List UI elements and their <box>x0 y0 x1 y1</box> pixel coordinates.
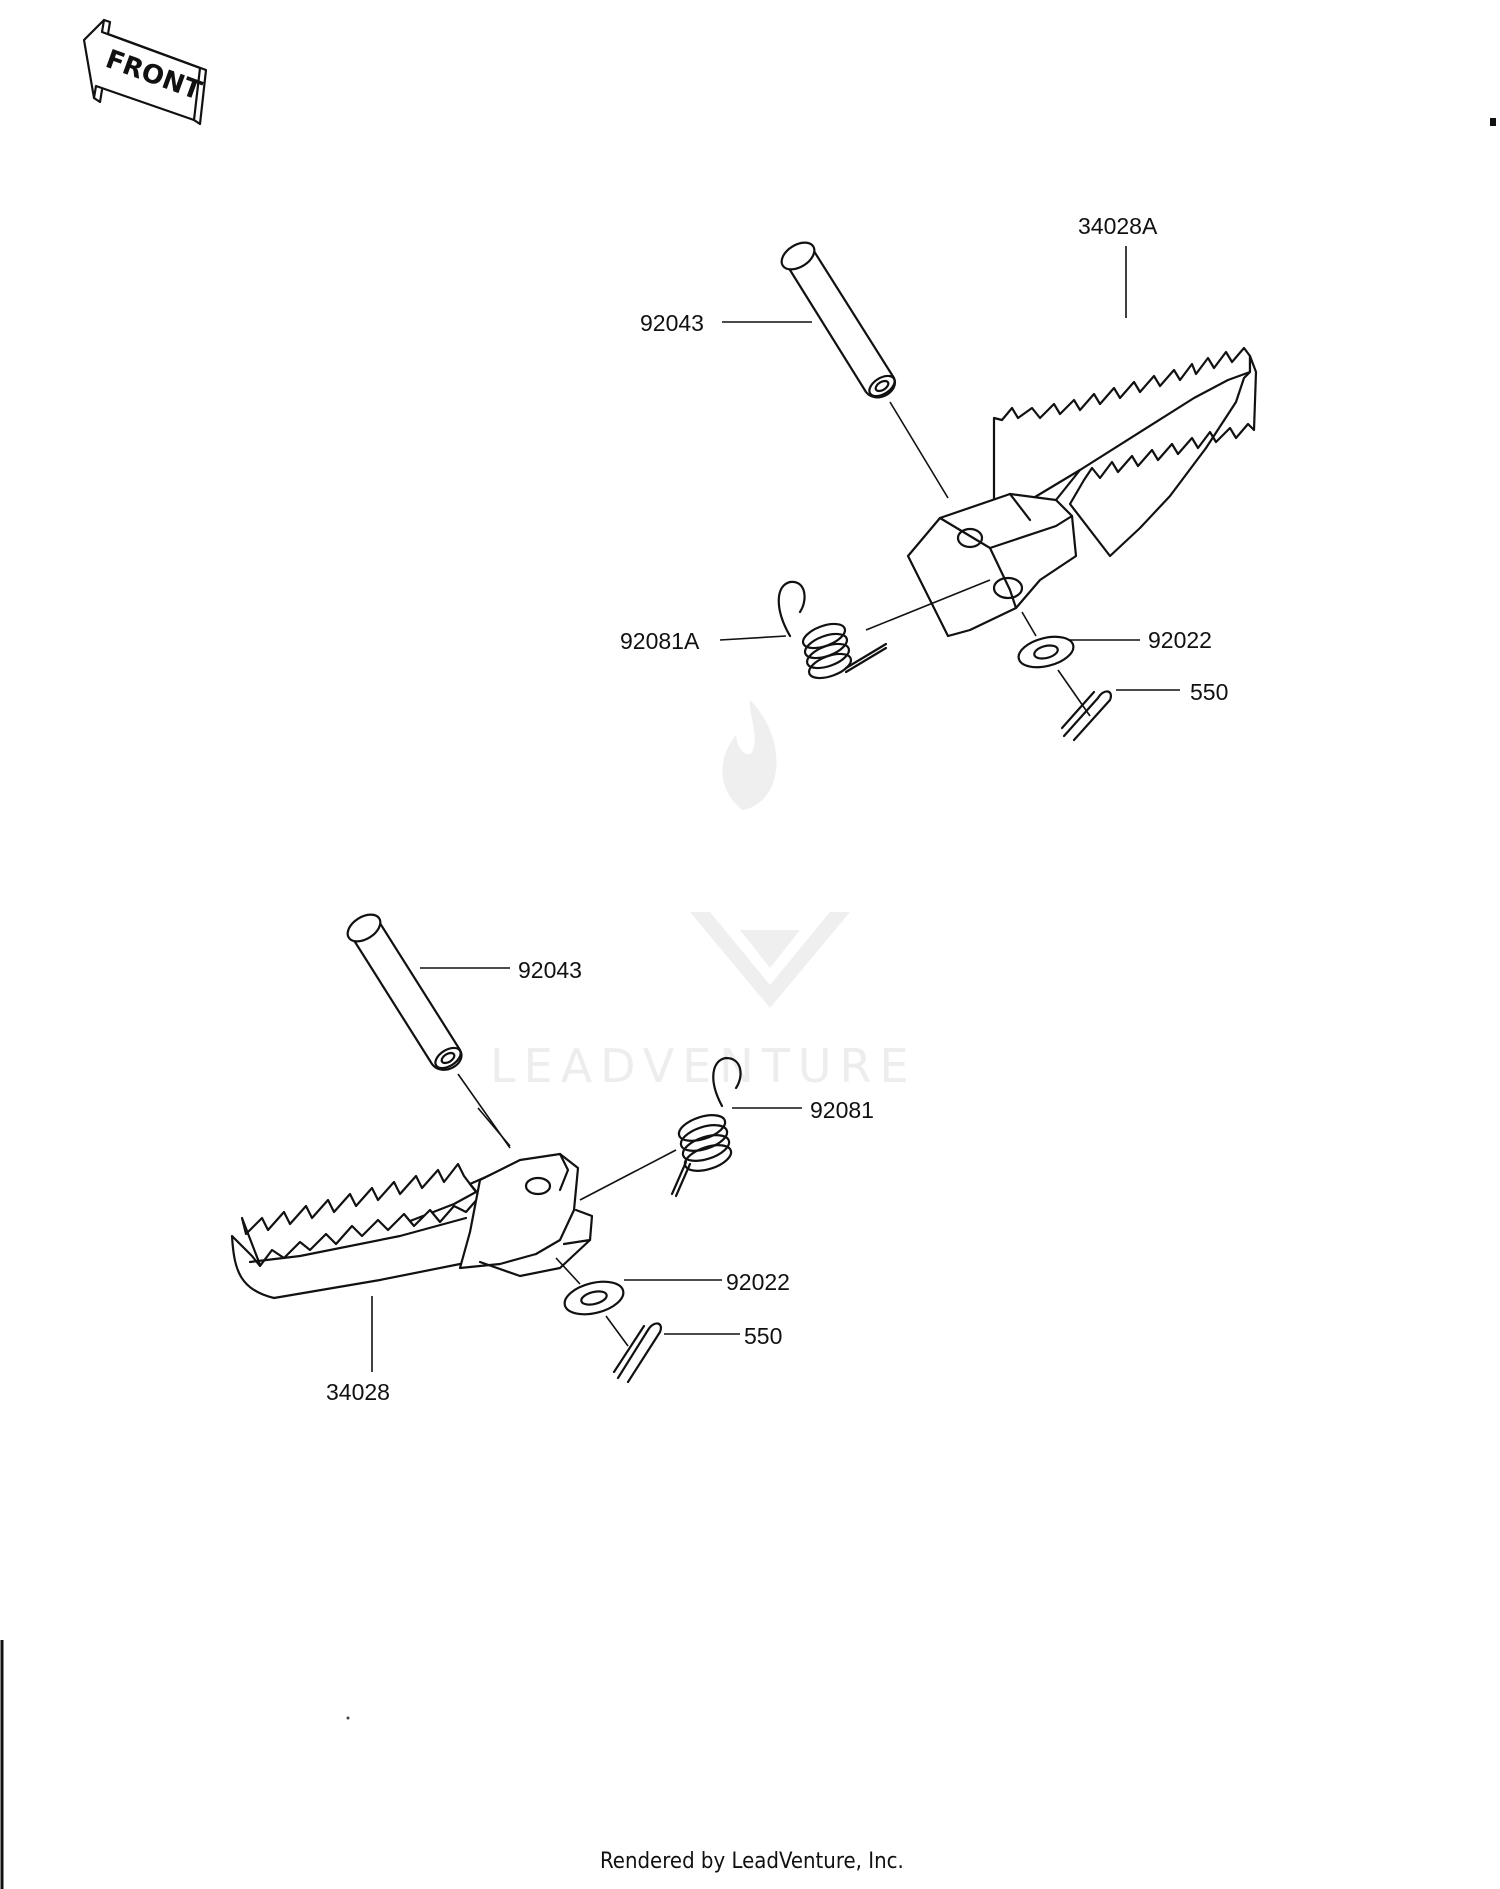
axis-line <box>889 401 949 499</box>
part-label-92081: 92081 <box>810 1097 874 1123</box>
footpeg-34028a <box>906 346 1258 638</box>
axis-line <box>1021 611 1037 637</box>
washer-92022-upper <box>1017 635 1075 669</box>
part-label-34028a: 34028A <box>1078 213 1158 239</box>
part-label-92022-upper: 92022 <box>1148 627 1212 653</box>
axis-line <box>865 579 991 631</box>
part-label-92081a: 92081A <box>620 628 700 654</box>
part-label-550-lower: 550 <box>744 1323 782 1349</box>
part-label-92043-lower: 92043 <box>518 957 582 983</box>
axis-line <box>477 1107 511 1147</box>
axis-line <box>605 1315 629 1347</box>
axis-line <box>1057 669 1091 717</box>
pin-92043-lower <box>346 913 463 1071</box>
flame-icon <box>722 700 777 810</box>
part-label-34028: 34028 <box>326 1379 390 1405</box>
watermark: LEADVENTURE <box>490 700 917 1093</box>
cotter-pin-550-upper <box>1060 690 1112 742</box>
axis-line <box>555 1257 581 1285</box>
lower-assembly: 92043 92081 92022 550 34028 <box>230 913 874 1405</box>
cotter-pin-550-lower <box>612 1322 662 1384</box>
upper-assembly: 34028A 92043 92081A 92022 550 <box>620 213 1258 742</box>
part-label-92022-lower: 92022 <box>726 1269 790 1295</box>
part-label-550-upper: 550 <box>1190 679 1228 705</box>
part-label-92043-upper: 92043 <box>640 310 704 336</box>
spring-92081a <box>777 580 888 680</box>
footer-credit: Rendered by LeadVenture, Inc. <box>600 1849 904 1874</box>
axis-line <box>579 1149 677 1201</box>
watermark-text: LEADVENTURE <box>490 1039 917 1093</box>
washer-92022-lower <box>563 1280 625 1316</box>
leadventure-logo-icon <box>690 912 850 1008</box>
footpeg-34028 <box>230 1152 594 1300</box>
front-arrow-icon: FRONT <box>82 18 208 126</box>
spring-92081 <box>670 1056 742 1198</box>
edge-mark <box>1490 118 1496 126</box>
speck <box>346 1716 350 1720</box>
pin-92043-upper <box>780 241 897 399</box>
